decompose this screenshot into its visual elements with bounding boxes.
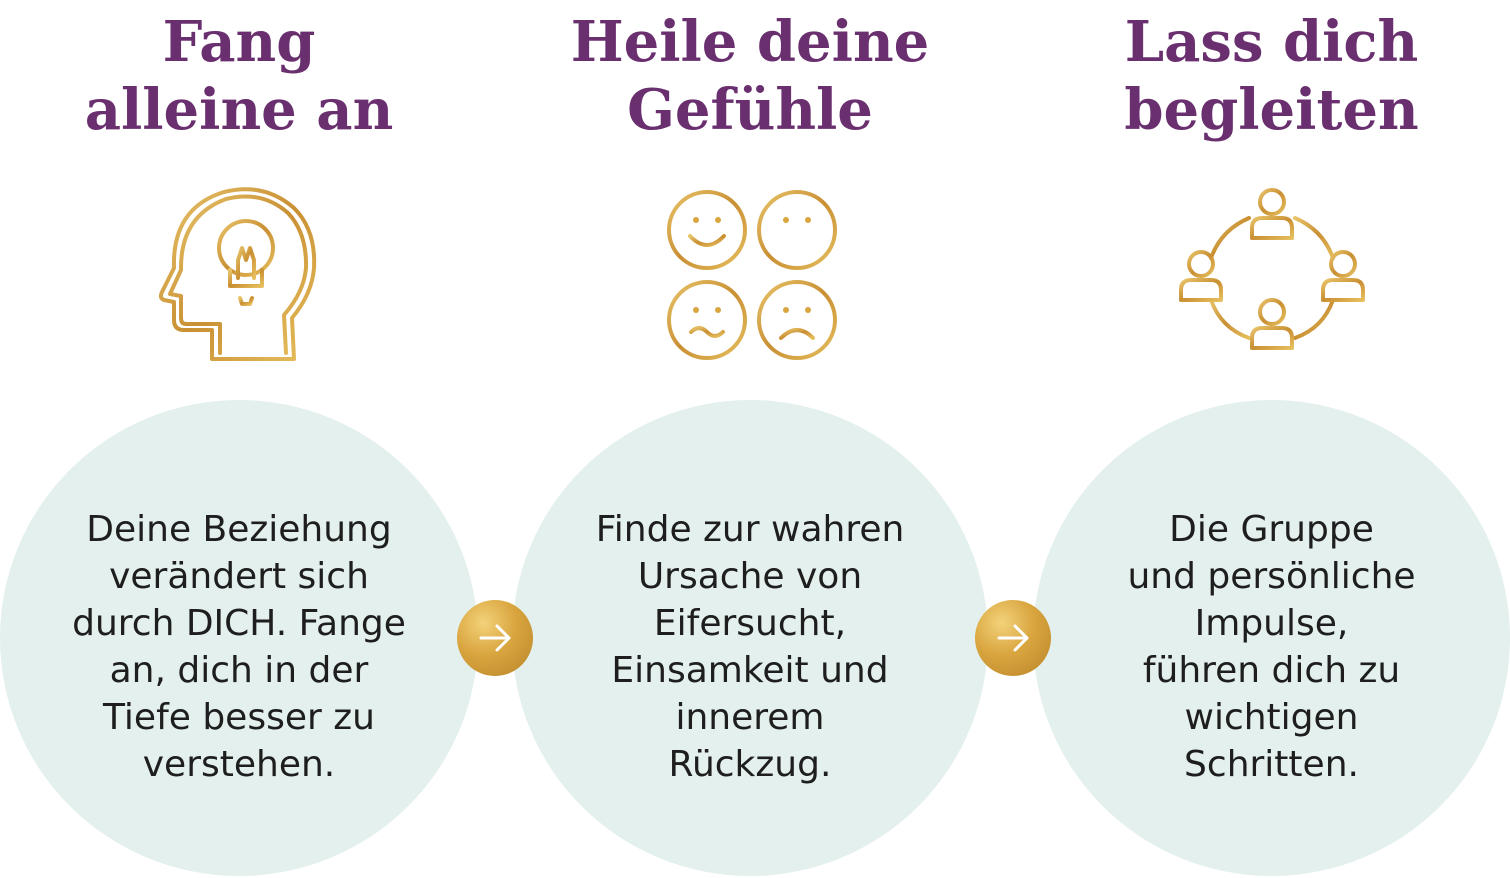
step-3: Lass dich begleiten Die Gruppe und per [1033, 0, 1510, 878]
arrow-right-icon [997, 624, 1029, 652]
connector-arrow-2 [975, 600, 1051, 676]
arrow-right-icon [479, 624, 511, 652]
step-2-circle: Finde zur wahren Ursache von Eifersucht,… [512, 400, 988, 876]
step-2-description: Finde zur wahren Ursache von Eifersucht,… [595, 509, 905, 785]
step-1-circle: Deine Beziehung verändert sich durch DIC… [0, 400, 478, 876]
step-3-circle: Die Gruppe und persönliche Impulse, führ… [1033, 400, 1510, 876]
step-3-description: Die Gruppe und persönliche Impulse, führ… [1127, 509, 1416, 785]
connector-arrow-1 [457, 600, 533, 676]
step-1: Fang alleine an Deine Beziehung veränder… [0, 0, 478, 878]
head-lightbulb-icon [144, 178, 334, 368]
group-network-icon [1177, 178, 1367, 368]
step-2: Heile deine Gefühle Fin [512, 0, 988, 878]
step-3-title: Lass dich begleiten [1124, 9, 1419, 143]
emotions-faces-icon [655, 178, 845, 368]
step-1-title: Fang alleine an [84, 9, 394, 143]
step-2-title: Heile deine Gefühle [570, 9, 930, 143]
step-1-description: Deine Beziehung verändert sich durch DIC… [72, 509, 406, 785]
